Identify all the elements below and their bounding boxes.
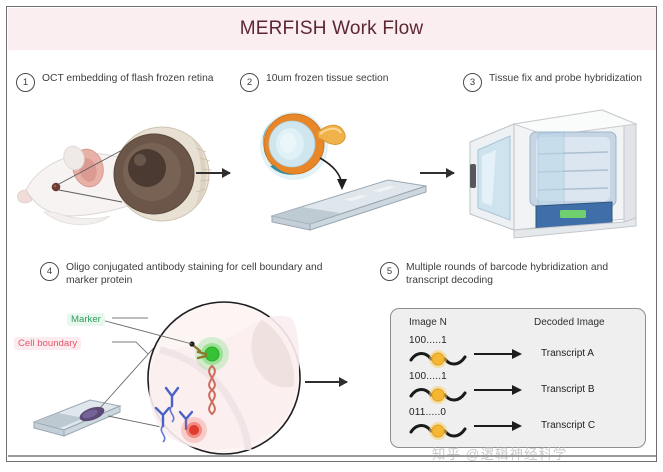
step-3-header: 3 Tissue fix and probe hybridization <box>463 72 653 92</box>
decode-arrow-3 <box>474 425 520 427</box>
step-4-label: Oligo conjugated antibody staining for c… <box>66 262 323 286</box>
decode-row-1: 100.....1 Transcript A <box>391 335 645 371</box>
step-1-label: OCT embedding of flash frozen retina <box>42 73 214 84</box>
incubator-illustration <box>452 102 652 239</box>
page-title: MERFISH Work Flow <box>239 17 424 39</box>
barcode-1: 100.....1 <box>409 335 447 346</box>
cell-boundary-label: Cell boundary <box>14 337 82 350</box>
column-header-image-n: Image N <box>409 317 447 328</box>
decode-arrow-2 <box>474 389 520 391</box>
decode-row-3: 011.....0 Transcript C <box>391 407 645 443</box>
probe-glyph-3 <box>409 420 467 442</box>
watermark: 知乎 @逻辑神经科学 <box>432 443 567 463</box>
transcript-3: Transcript C <box>541 420 596 431</box>
step-4-header: 4 Oligo conjugated antibody staining for… <box>40 261 340 287</box>
step-2-header: 2 10um frozen tissue section <box>240 72 440 92</box>
barcode-3: 011.....0 <box>409 407 447 418</box>
barcode-2: 100.....1 <box>409 371 447 382</box>
step-2-number: 2 <box>240 73 259 92</box>
bottom-divider <box>7 455 656 457</box>
title-band: MERFISH Work Flow <box>7 7 656 50</box>
arrow-step1-to-step2 <box>196 172 230 174</box>
mouse-head-eyeball-illustration <box>14 104 224 234</box>
step-4-number: 4 <box>40 262 59 281</box>
cell-staining-illustration <box>16 296 306 460</box>
transcript-1: Transcript A <box>541 348 594 359</box>
arrow-step4-to-step5 <box>305 381 347 383</box>
step-5-label: Multiple rounds of barcode hybridization… <box>406 262 609 286</box>
decode-arrow-1 <box>474 353 520 355</box>
step-5-number: 5 <box>380 262 399 281</box>
step-3-label: Tissue fix and probe hybridization <box>489 73 643 84</box>
probe-glyph-1 <box>409 348 467 370</box>
step-5-header: 5 Multiple rounds of barcode hybridizati… <box>380 261 640 287</box>
step-1-number: 1 <box>16 73 35 92</box>
step-2-label: 10um frozen tissue section <box>266 73 389 84</box>
eye-section-slide-illustration <box>236 104 448 234</box>
step-3-number: 3 <box>463 73 482 92</box>
decode-row-2: 100.....1 Transcript B <box>391 371 645 407</box>
step-1-header: 1 OCT embedding of flash frozen retina <box>16 72 216 92</box>
arrow-step2-to-step3 <box>420 172 454 174</box>
transcript-2: Transcript B <box>541 384 595 395</box>
marker-label: Marker <box>67 313 105 326</box>
column-header-decoded-image: Decoded Image <box>534 317 605 328</box>
decoding-panel: Image N Decoded Image 100.....1 Transcri… <box>390 308 646 448</box>
probe-glyph-2 <box>409 384 467 406</box>
